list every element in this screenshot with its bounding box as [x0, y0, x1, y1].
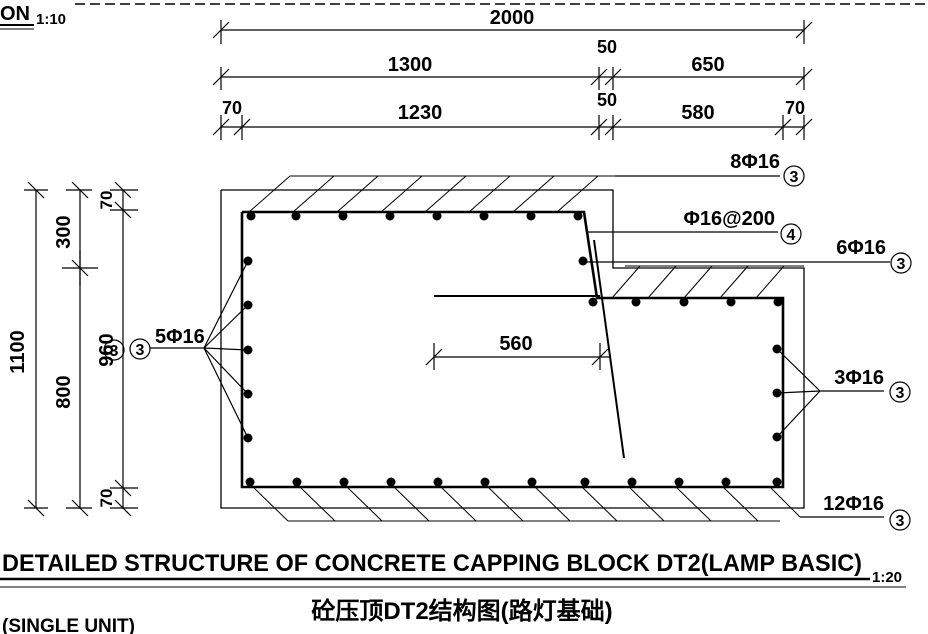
callout-top-bars-label: 8Φ16: [730, 151, 780, 173]
dimensions-left: [24, 181, 138, 517]
partial-title-scale: 1:10: [36, 11, 66, 28]
callout-bottom-bars-mark: 3: [896, 513, 905, 530]
callout-left-bars-label: 5Φ16: [155, 326, 205, 348]
dim-row2-left: 1300: [388, 54, 433, 76]
dim-row3-mid: 50: [597, 90, 617, 110]
callout-right-bars-circle: [889, 381, 911, 403]
hatch-bottom: [252, 486, 801, 522]
dim-cover-bottom: 70: [97, 489, 116, 508]
callout-bottom-bars-label: 12Φ16: [823, 493, 884, 515]
callout-right-bars-label: 3Φ16: [834, 367, 884, 389]
callout-stirrup-mark: 4: [787, 227, 796, 244]
dim-upper-height: 300: [53, 215, 75, 248]
callout-left-bars-mark: 3: [136, 342, 145, 359]
rebar-step: [578, 256, 783, 307]
dim-row3-left-cover: 70: [222, 98, 242, 118]
dim-row3-left: 1230: [398, 102, 443, 124]
dim-inner-height: 960: [96, 333, 118, 366]
callout-left-bars-circle: [129, 338, 151, 360]
dim-lower-height: 800: [53, 375, 75, 408]
rebar-top: [246, 211, 583, 221]
callout-stirrup-label: Φ16@200: [683, 208, 775, 230]
dim-row3-right-cover: 70: [785, 98, 805, 118]
dim-total-height: 1100: [7, 330, 29, 373]
hatch-top: [248, 175, 615, 213]
partial-title: ON: [0, 3, 30, 25]
callout-step-bars-circle: [890, 252, 912, 274]
callout-bottom-bars-circle: [889, 509, 911, 531]
callout-step-bars-mark: 3: [897, 256, 906, 273]
dim-row2-mid: 50: [597, 37, 617, 57]
callout-top-bars-mark: 3: [790, 169, 799, 186]
left-dim-mark: 3: [110, 343, 119, 360]
leaders: [150, 175, 890, 518]
single-unit-note: (SINGLE UNIT): [2, 616, 135, 634]
dim-inner-560: 560: [499, 333, 532, 355]
drawing-title-en: DETAILED STRUCTURE OF CONCRETE CAPPING B…: [2, 550, 862, 577]
drawing-title-cn: 砼压顶DT2结构图(路灯基础): [311, 597, 612, 625]
dim-row3-right: 580: [681, 102, 714, 124]
block-outline: [220, 189, 805, 509]
drawing-title-scale: 1:20: [872, 569, 902, 586]
dim-total-width: 2000: [490, 7, 535, 29]
callout-right-bars-mark: 3: [896, 385, 905, 402]
callout-top-bars-circle: [783, 165, 805, 187]
rebar-bottom: [245, 477, 782, 487]
hatch-step: [611, 265, 804, 299]
dim-cover-top: 70: [97, 191, 116, 210]
callout-step-bars-label: 6Φ16: [836, 237, 886, 259]
dim-row2-right: 650: [691, 54, 724, 76]
dim-inner-560-lines: [425, 343, 610, 370]
dimensions-top: [212, 20, 813, 140]
callout-stirrup-circle: [780, 223, 802, 245]
left-dim-mark-circle: [103, 339, 125, 361]
